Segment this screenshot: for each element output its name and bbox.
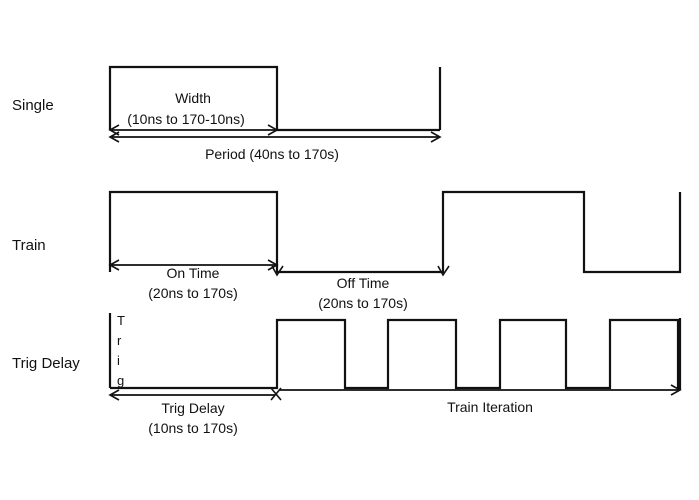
trig-delay-range-label: (10ns to 170s): [148, 420, 238, 436]
row-label-train: Train: [12, 237, 46, 254]
trig-letter-r: r: [117, 333, 122, 348]
train-iteration-label: Train Iteration: [447, 399, 533, 415]
width-label: Width: [175, 90, 211, 106]
period-arrow-left: [108, 131, 120, 143]
on-time-label: On Time: [167, 265, 220, 281]
trig-delay-arrow-left: [108, 389, 120, 401]
waveform-single: [108, 65, 440, 132]
dimension-train-iteration: [279, 318, 682, 396]
waveform-train: [108, 190, 682, 274]
off-time-arrow-right: [437, 265, 450, 277]
dimension-on-time: [108, 259, 279, 271]
row-train: Train On Time (20ns to 170s) Off Time (2…: [12, 190, 682, 311]
trig-letter-i: i: [117, 353, 120, 368]
period-arrow-right: [430, 131, 442, 143]
trig-delay-label: Trig Delay: [161, 400, 224, 416]
off-time-label: Off Time: [337, 275, 390, 291]
waveform-trig-delay: [110, 318, 680, 390]
on-time-arrow-left: [108, 259, 120, 271]
trig-letter-t: T: [117, 313, 125, 328]
trig-letter-g: g: [117, 373, 124, 388]
off-time-arrow-left: [271, 265, 284, 277]
dimension-trig-delay: [108, 387, 282, 401]
on-time-range-label: (20ns to 170s): [148, 285, 238, 301]
off-time-range-label: (20ns to 170s): [318, 295, 408, 311]
width-range-label: (10ns to 170-10ns): [127, 111, 245, 127]
width-arrow-right: [267, 124, 279, 136]
dimension-period: [108, 131, 442, 143]
trigger-marker-label: T r i g: [117, 313, 125, 388]
row-label-single: Single: [12, 97, 54, 114]
dimension-off-time: [271, 265, 450, 277]
row-trig-delay: Trig Delay T r i g Trig Delay (10ns to 1…: [12, 313, 682, 436]
on-time-arrow-right: [267, 259, 279, 271]
period-label: Period (40ns to 170s): [205, 146, 339, 162]
row-single: Single Width (10ns to 170-10ns) Period (…: [12, 65, 442, 162]
row-label-trig-delay: Trig Delay: [12, 355, 80, 372]
